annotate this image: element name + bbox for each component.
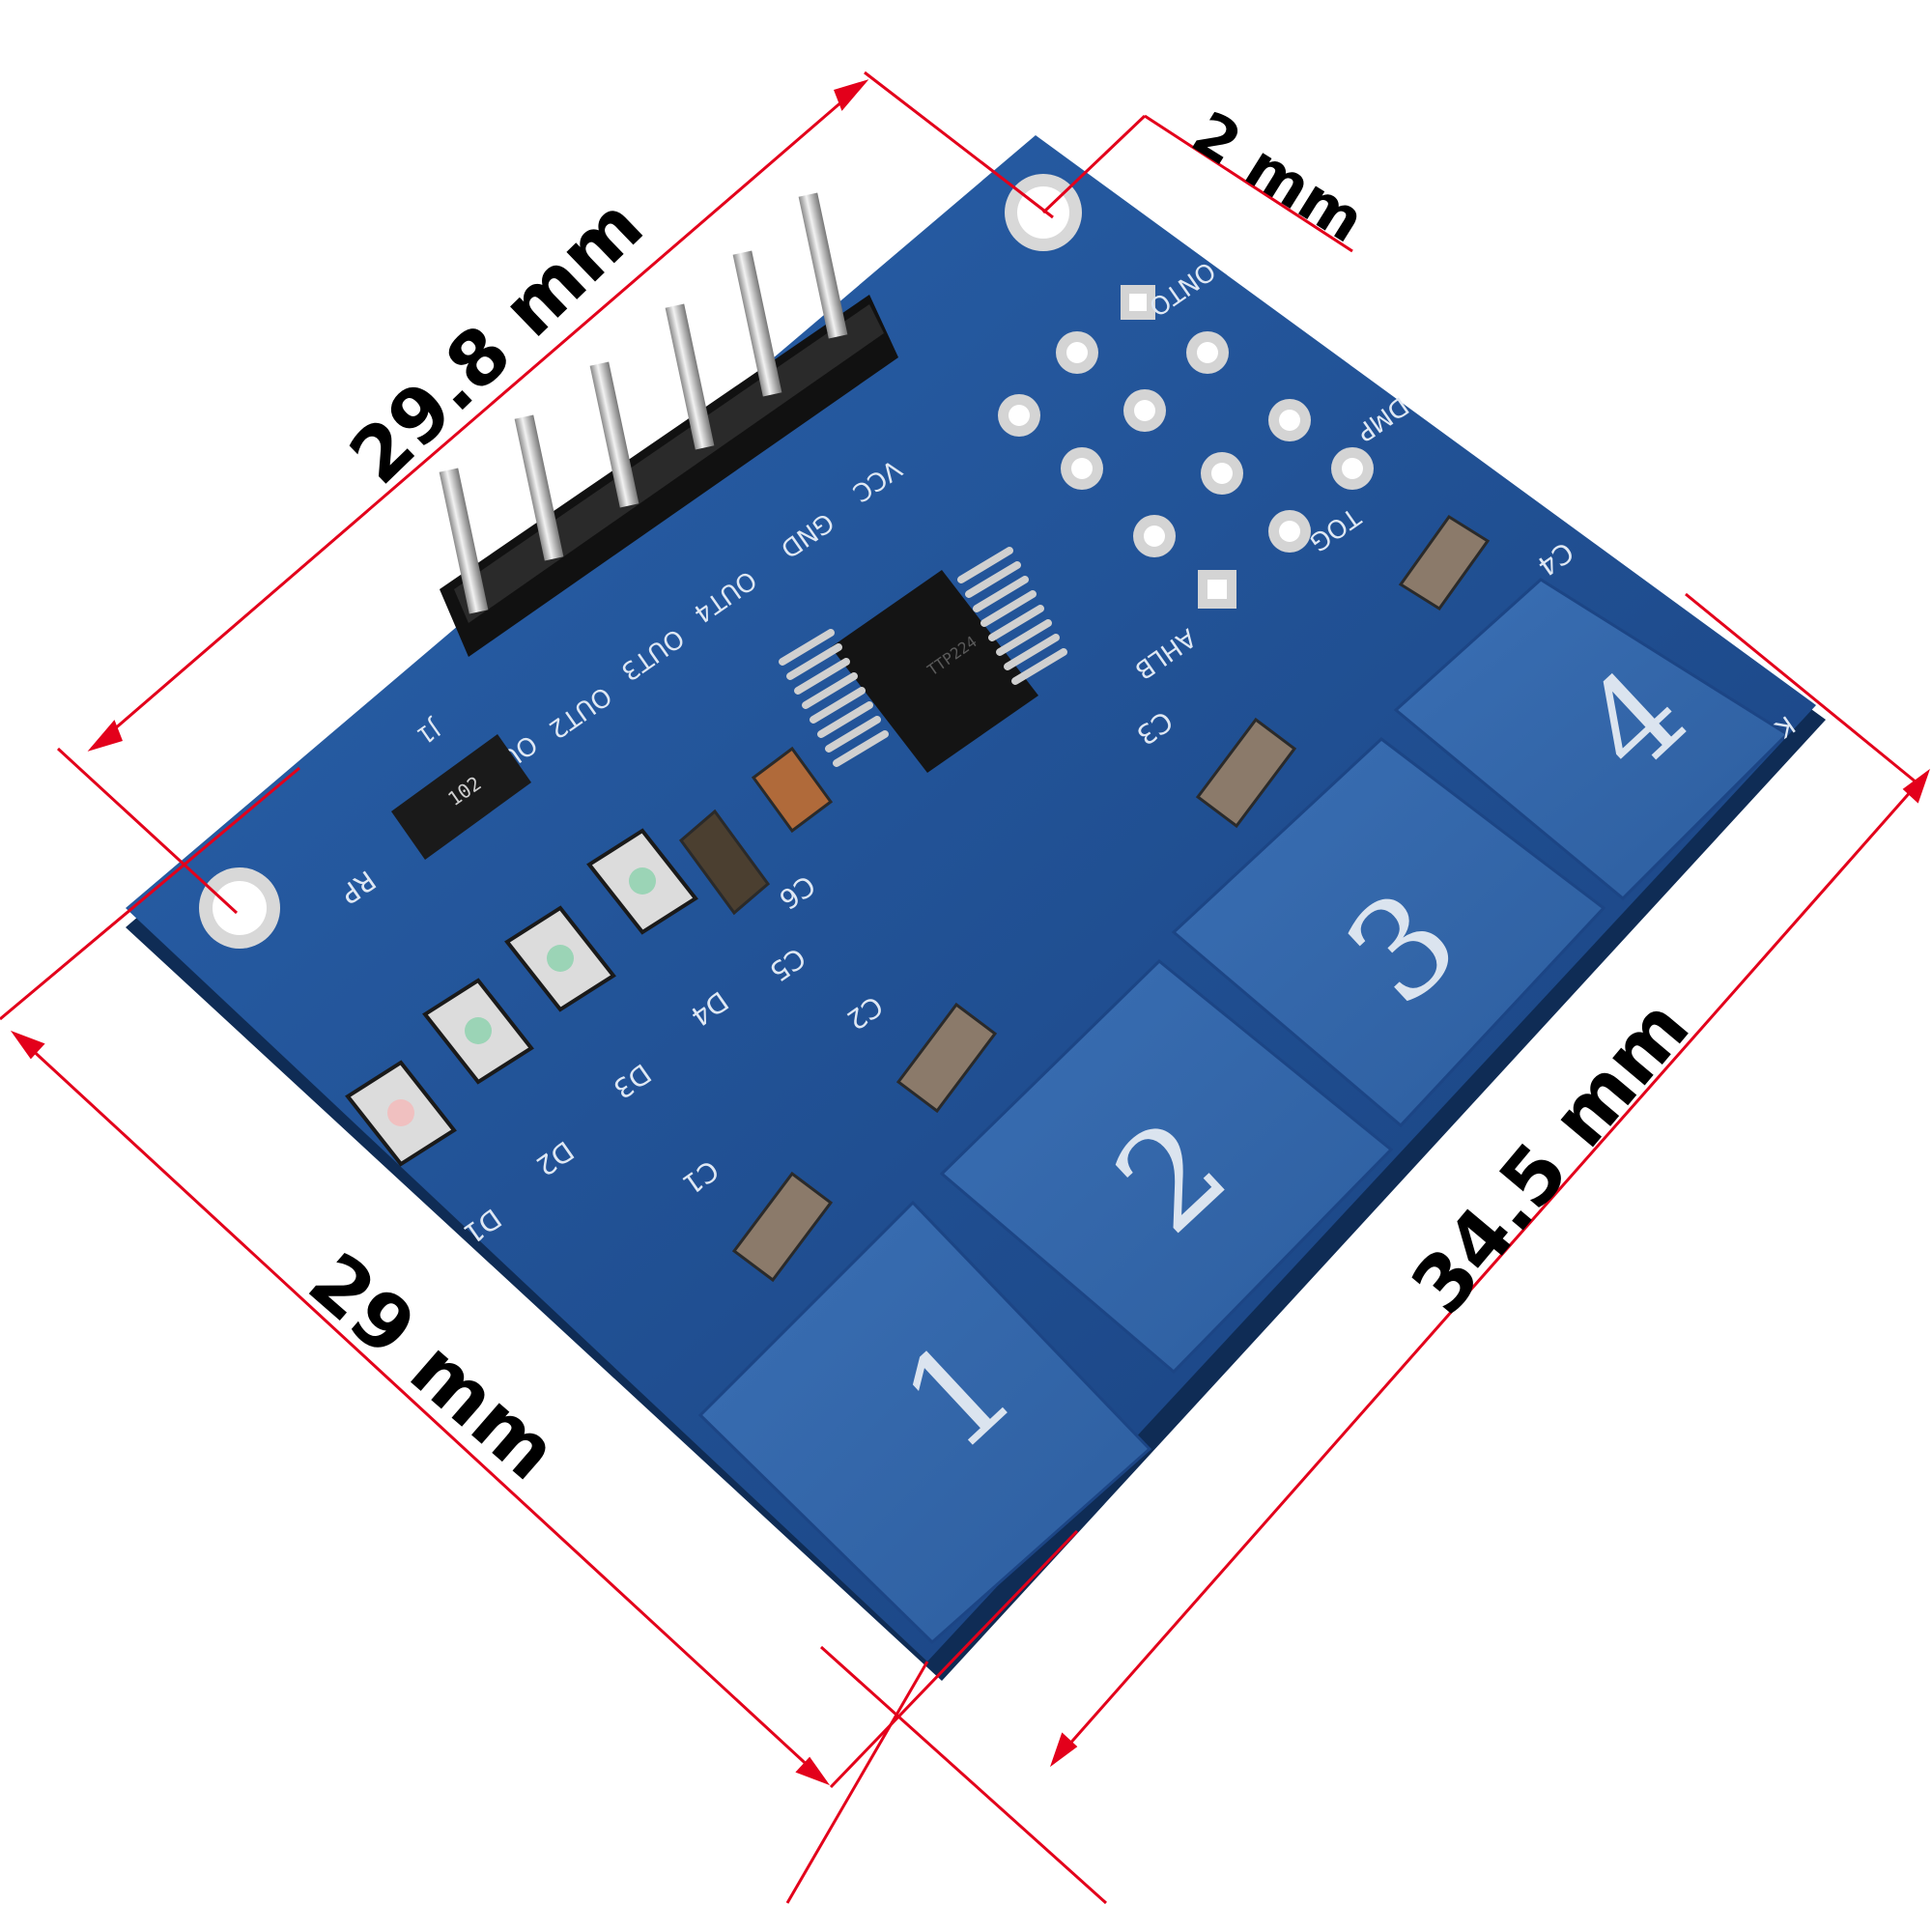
led-d1[interactable] [345,1060,457,1167]
header-pin-2[interactable] [514,414,564,561]
touch-pad-3[interactable]: 3 [1171,737,1606,1128]
capacitor-c4[interactable] [1398,514,1491,611]
touch-pad-1[interactable]: 1 [697,1200,1152,1645]
jumper-hole-square[interactable] [1198,570,1236,609]
dim-line-right [1051,772,1929,1764]
jumper-hole[interactable] [1061,447,1103,490]
header-pin-1[interactable] [439,468,489,614]
jumper-hole[interactable] [1201,452,1243,495]
jumper-hole[interactable] [1186,331,1229,374]
jumper-hole-square[interactable] [1121,285,1155,320]
capacitor-c5[interactable] [678,809,771,916]
jumper-pads [998,285,1374,609]
jumper-hole[interactable] [1133,515,1176,557]
pcb-board [126,135,1826,1681]
capacitors: C1 C2 C3 C4 C5 C6 K [676,514,1800,1283]
led-d3[interactable] [504,905,616,1012]
jumper-hole[interactable] [1331,447,1374,490]
touch-pads: 1 2 3 4 [697,578,1790,1645]
led-d2[interactable] [422,978,534,1085]
jumper-hole[interactable] [1268,399,1311,441]
dim-label-hole: 2 mm [1180,98,1377,257]
touch-pad-2[interactable]: 2 [939,958,1394,1375]
dim-line-left [13,1032,828,1784]
ic-chip: TTP224 [779,547,1067,773]
jumper-hole[interactable] [1268,510,1311,553]
pin-header [439,192,898,657]
led-d4[interactable] [586,828,698,935]
dimension-lines [0,71,1930,1905]
header-pin-4[interactable] [665,303,715,450]
jumper-hole[interactable] [1056,331,1098,374]
mounting-hole-left [199,867,280,949]
jumper-hole[interactable] [1123,389,1166,432]
dim-line-top [91,80,866,751]
capacitor-c1[interactable] [731,1171,834,1283]
header-pin-3[interactable] [589,361,639,508]
jumper-hole[interactable] [998,394,1040,437]
header-pin-6[interactable] [798,192,848,339]
capacitor-c6[interactable] [751,746,834,834]
capacitor-c2[interactable] [895,1002,998,1114]
capacitor-c3[interactable] [1195,717,1297,829]
header-pin-5[interactable] [732,250,782,397]
